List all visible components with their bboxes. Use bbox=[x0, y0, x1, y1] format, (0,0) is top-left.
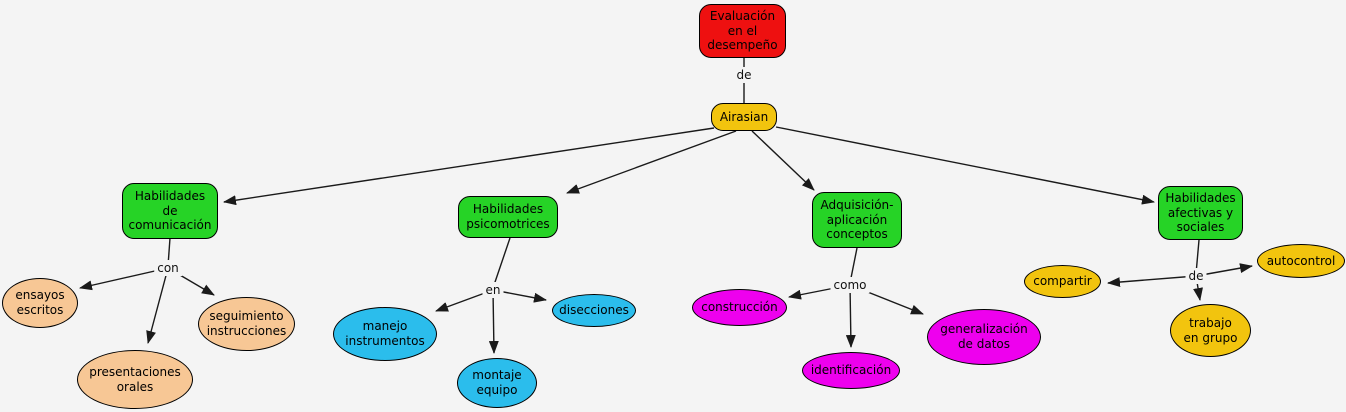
link-label-con[interactable]: con bbox=[154, 260, 182, 276]
concept-node-adquisicion-aplicacion[interactable]: Adquisición- aplicación conceptos bbox=[812, 192, 902, 248]
concept-node-trabajo-grupo[interactable]: trabajo en grupo bbox=[1170, 304, 1251, 357]
concept-node-disecciones[interactable]: disecciones bbox=[552, 294, 636, 327]
link-label-como[interactable]: como bbox=[830, 277, 870, 293]
concept-node-manejo-instrumentos[interactable]: manejo instrumentos bbox=[333, 307, 437, 361]
concept-node-identificacion[interactable]: identificación bbox=[802, 352, 900, 389]
concept-node-habilidades-afectivas[interactable]: Habilidades afectivas y sociales bbox=[1158, 186, 1243, 240]
concept-node-habilidades-psicomotrices[interactable]: Habilidades psicomotrices bbox=[458, 196, 558, 238]
concept-node-airasian[interactable]: Airasian bbox=[711, 103, 777, 131]
concept-node-seguimiento-instrucciones[interactable]: seguimiento instrucciones bbox=[198, 297, 295, 351]
concept-node-compartir[interactable]: compartir bbox=[1024, 265, 1101, 298]
link-label-en[interactable]: en bbox=[482, 282, 504, 298]
concept-node-montaje-equipo[interactable]: montaje equipo bbox=[457, 358, 537, 408]
concept-node-habilidades-comunicacion[interactable]: Habilidades de comunicación bbox=[122, 183, 218, 239]
concept-node-construccion[interactable]: construcción bbox=[692, 289, 787, 326]
link-label-de-afectivas[interactable]: de bbox=[1185, 268, 1207, 284]
concept-node-generalizacion-datos[interactable]: generalización de datos bbox=[927, 309, 1041, 365]
concept-node-autocontrol[interactable]: autocontrol bbox=[1257, 244, 1345, 278]
concept-node-ensayos-escritos[interactable]: ensayos escritos bbox=[2, 278, 78, 328]
link-label-de-evaluacion[interactable]: de bbox=[733, 67, 755, 83]
concept-node-evaluacion-desempeno[interactable]: Evaluación en el desempeño bbox=[699, 4, 786, 58]
concept-node-presentaciones-orales[interactable]: presentaciones orales bbox=[77, 350, 193, 409]
